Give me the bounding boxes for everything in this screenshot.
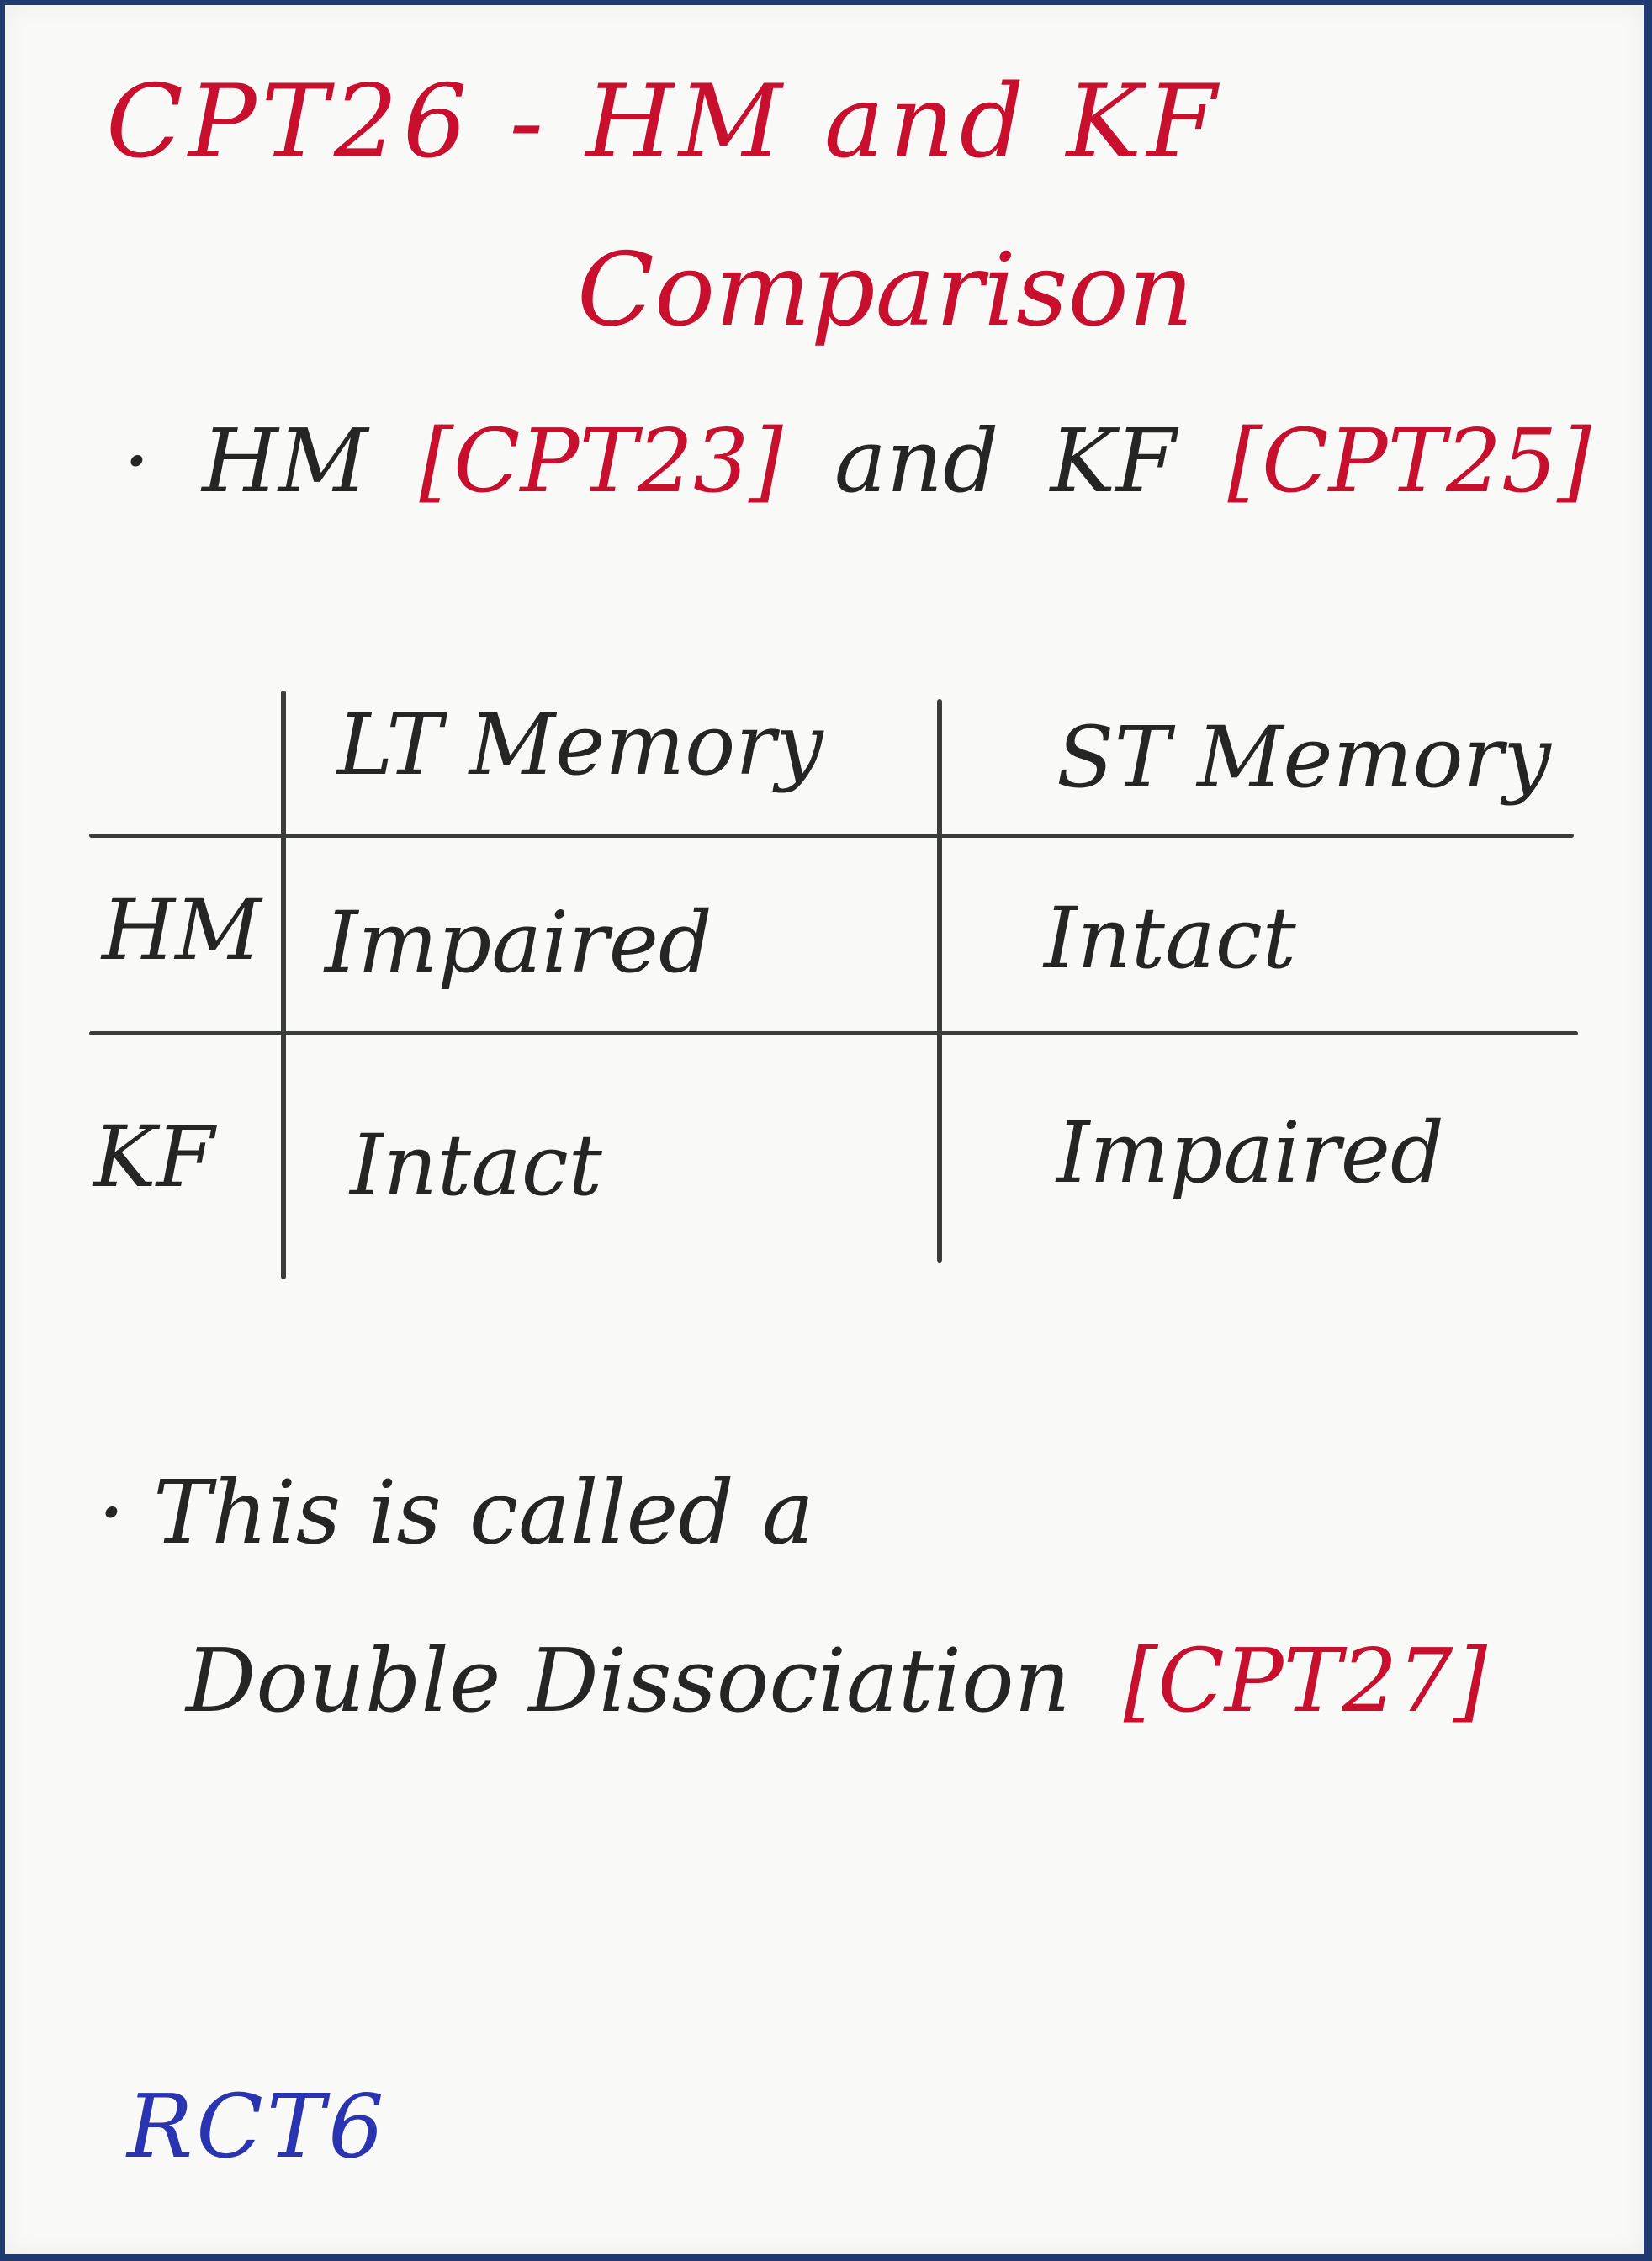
table-vline-2 [937, 699, 942, 1263]
conclusion-line-2: Double Dissociation [CPT27] [186, 1637, 1487, 1724]
table-header-st-memory: ST Memory [1056, 708, 1551, 807]
table-row-label-hm: HM [102, 881, 262, 979]
intro-kf: KF [1050, 410, 1177, 512]
conclusion-ref: [CPT27] [1123, 1629, 1488, 1732]
table-hline-1 [89, 834, 1574, 838]
intro-line: · HM [CPT23] and KF [CPT25] [123, 417, 1615, 505]
note-card: CPT26 - HM and KF Comparison · HM [CPT23… [5, 5, 1644, 2254]
conclusion-line-1: · This is called a [98, 1461, 814, 1564]
table-cell-kf-st: Impaired [1056, 1104, 1444, 1202]
table-cell-hm-st: Intact [1044, 889, 1296, 988]
table-cell-hm-lt: Impaired [325, 893, 712, 992]
table-cell-kf-lt: Intact [350, 1116, 602, 1215]
table-vline-1 [281, 691, 286, 1279]
intro-kf-ref: [CPT25] [1227, 410, 1591, 512]
intro-bullet: · [123, 410, 151, 512]
intro-hm-ref: [CPT23] [419, 410, 783, 512]
table-header-lt-memory: LT Memory [337, 696, 823, 794]
title-line-2: Comparison [577, 232, 1194, 349]
title-line-1: CPT26 - HM and KF [106, 64, 1222, 181]
intro-hm: HM [202, 410, 368, 512]
footer-ref: RCT6 [127, 2075, 388, 2178]
intro-and: and [834, 410, 999, 512]
double-dissociation-text: Double Dissociation [186, 1629, 1071, 1732]
table-row-label-kf: KF [93, 1108, 215, 1206]
table-hline-2 [89, 1031, 1578, 1035]
